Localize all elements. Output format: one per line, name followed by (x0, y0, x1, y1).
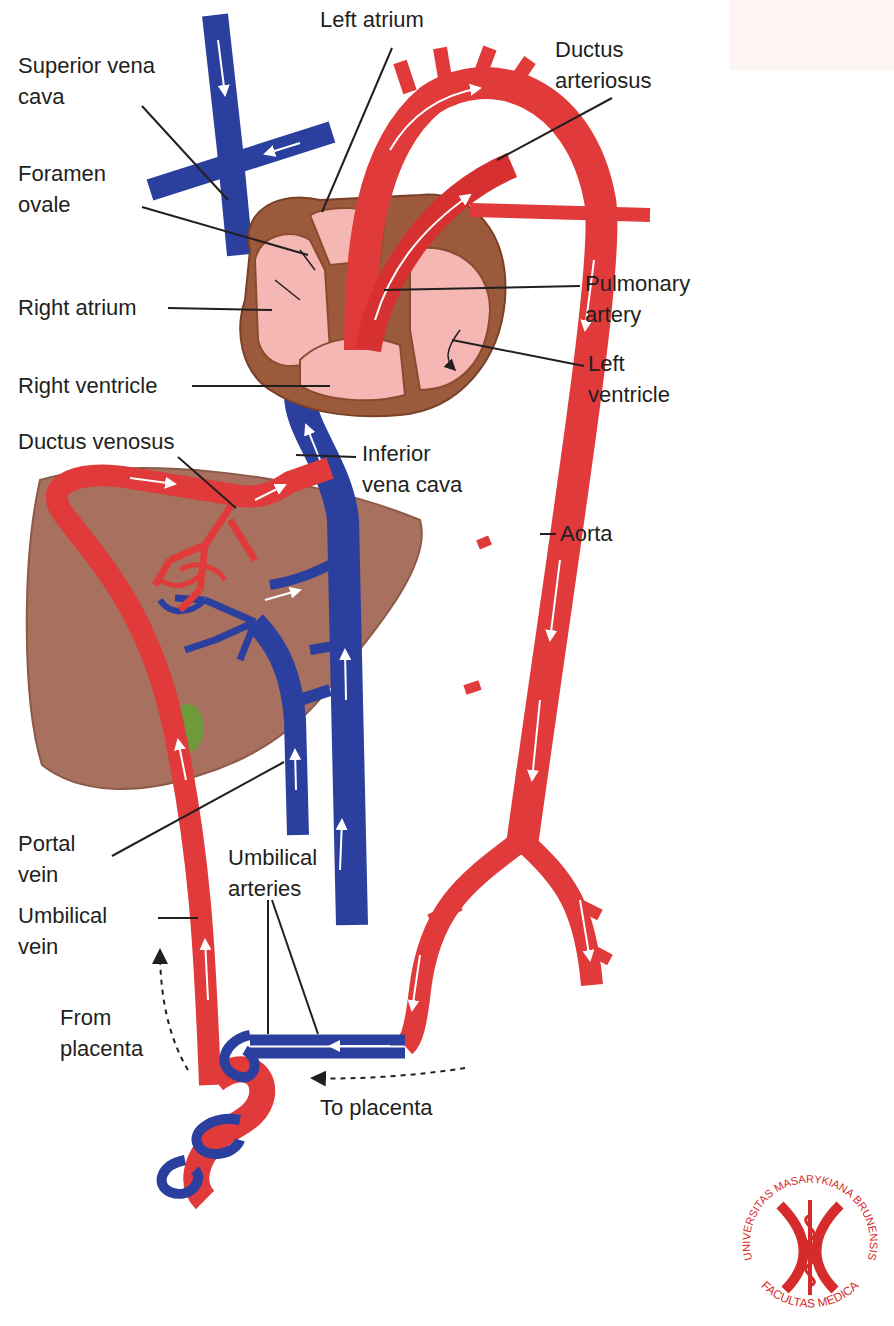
structure-label: Umbilical vein (18, 900, 138, 962)
structure-label: Inferior vena cava (362, 438, 477, 500)
structure-label: Ductus venosus (18, 426, 208, 457)
university-seal: UNIVERSITAS MASARYKIANA BRUNENSIS FACULTA… (725, 1160, 894, 1326)
structure-label: Portal vein (18, 828, 108, 890)
structure-label: Umbilical arteries (228, 842, 358, 904)
structure-label: To placenta (320, 1092, 460, 1123)
structure-label: Foramen ovale (18, 158, 148, 220)
seal-text: FACULTAS MEDICA (759, 1278, 862, 1310)
structure-label: Left ventricle (588, 348, 698, 410)
structure-label: Ductus arteriosus (555, 34, 695, 96)
seal-text: UNIVERSITAS MASARYKIANA BRUNENSIS (740, 1173, 880, 1262)
structure-label: Right ventricle (18, 370, 208, 401)
structure-label: Aorta (560, 518, 660, 549)
structure-label: Right atrium (18, 292, 188, 323)
structure-label: Pulmonary artery (585, 268, 725, 330)
structure-label: Superior vena cava (18, 50, 193, 112)
structure-label: Left atrium (320, 4, 480, 35)
structure-label: From placenta (60, 1002, 170, 1064)
